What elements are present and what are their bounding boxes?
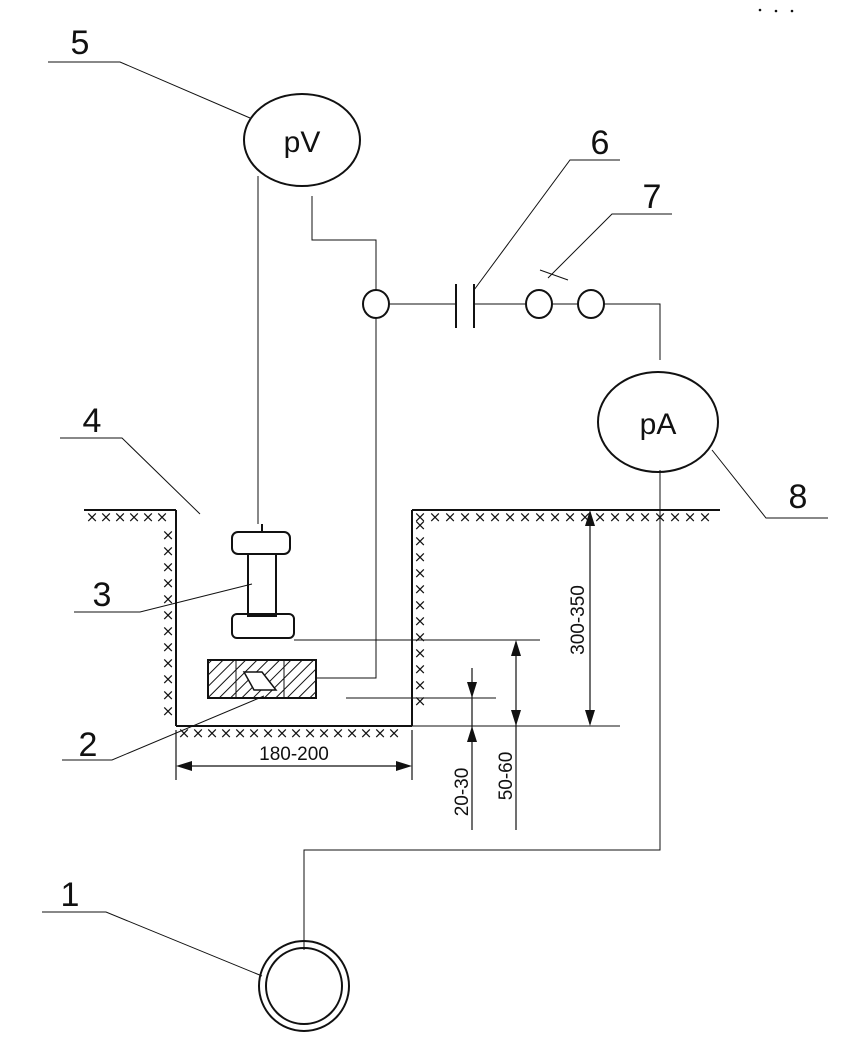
switch-7 xyxy=(525,289,605,319)
soil-hatch-mark: × xyxy=(414,548,427,566)
soil-hatch-mark: × xyxy=(360,724,373,742)
soil-hatch-mark: × xyxy=(86,508,99,526)
soil-hatch-mark: × xyxy=(699,508,712,526)
soil-hatch-mark: × xyxy=(248,724,261,742)
soil-hatch-mark: × xyxy=(444,508,457,526)
electrode-2 xyxy=(207,659,317,699)
label-1: 1 xyxy=(61,876,80,914)
soil-hatch-mark: × xyxy=(684,508,697,526)
soil-hatch-mark: × xyxy=(142,508,155,526)
voltmeter: pV xyxy=(243,93,361,187)
voltmeter-label: pV xyxy=(284,126,321,159)
callouts: 5 6 7 4 8 3 2 1 xyxy=(42,24,828,977)
label-4: 4 xyxy=(83,402,102,440)
soil-hatch-mark: × xyxy=(414,692,427,710)
soil-hatch-mark: × xyxy=(459,508,472,526)
soil-hatch-mark: × xyxy=(162,542,175,560)
soil-hatch-mark: × xyxy=(162,670,175,688)
soil-hatch-mark: × xyxy=(414,516,427,534)
soil-hatch-mark: × xyxy=(414,596,427,614)
soil-hatch-mark: × xyxy=(162,702,175,720)
soil-hatch-mark: × xyxy=(414,676,427,694)
soil-hatch-mark: × xyxy=(332,724,345,742)
soil-hatch-mark: × xyxy=(489,508,502,526)
soil-hatch-mark: × xyxy=(162,574,175,592)
label-7: 7 xyxy=(643,178,662,216)
soil-hatch-mark: × xyxy=(162,638,175,656)
soil-hatching-bottom: ×××××××××××××××× xyxy=(178,724,401,742)
soil-hatching-left-wall: ×××××××××××× xyxy=(162,526,175,720)
soil-hatch-mark: × xyxy=(414,628,427,646)
soil-hatch-mark: × xyxy=(669,508,682,526)
label-3: 3 xyxy=(93,576,112,614)
dim-depth: 300-350 xyxy=(568,585,589,655)
scan-dots xyxy=(758,8,794,13)
soil-hatch-mark: × xyxy=(414,612,427,630)
soil-hatch-mark: × xyxy=(414,660,427,678)
ammeter: pA xyxy=(597,371,719,473)
ground-surface: ×××××× ×××××××××××××××××××× xyxy=(84,508,720,526)
soil-hatch-mark: × xyxy=(414,644,427,662)
soil-hatch-mark: × xyxy=(162,558,175,576)
capacitor-6 xyxy=(455,284,475,328)
soil-hatching-right-wall: ×××××××××××× xyxy=(414,516,427,710)
dim-medium-gap: 50-60 xyxy=(496,752,517,801)
dimensions: 180-200 300-350 50-60 20-30 xyxy=(175,510,620,830)
pit: ×××××××××××× ×××××××××××× ××××××××××××××… xyxy=(162,510,427,742)
soil-hatch-mark: × xyxy=(234,724,247,742)
electrode-3 xyxy=(231,524,295,639)
label-6: 6 xyxy=(591,124,610,162)
soil-hatch-mark: × xyxy=(549,508,562,526)
wiring xyxy=(257,176,661,950)
soil-hatch-mark: × xyxy=(609,508,622,526)
label-8: 8 xyxy=(789,478,808,516)
soil-hatch-mark: × xyxy=(114,508,127,526)
soil-hatch-mark: × xyxy=(564,508,577,526)
soil-hatch-mark: × xyxy=(594,508,607,526)
soil-hatch-mark: × xyxy=(414,580,427,598)
soil-hatch-mark: × xyxy=(156,508,169,526)
soil-hatch-mark: × xyxy=(290,724,303,742)
soil-hatch-mark: × xyxy=(374,724,387,742)
soil-hatch-mark: × xyxy=(346,724,359,742)
junction-terminal xyxy=(362,289,390,319)
soil-hatch-mark: × xyxy=(519,508,532,526)
dim-width: 180-200 xyxy=(259,744,329,765)
label-2: 2 xyxy=(79,726,98,764)
soil-hatch-mark: × xyxy=(220,724,233,742)
soil-hatch-mark: × xyxy=(276,724,289,742)
soil-hatch-mark: × xyxy=(534,508,547,526)
label-5: 5 xyxy=(71,24,90,62)
soil-hatch-mark: × xyxy=(429,508,442,526)
soil-hatch-mark: × xyxy=(162,606,175,624)
soil-hatch-mark: × xyxy=(162,654,175,672)
soil-hatch-mark: × xyxy=(474,508,487,526)
soil-hatch-mark: × xyxy=(414,564,427,582)
soil-hatch-mark: × xyxy=(100,508,113,526)
soil-hatch-mark: × xyxy=(162,686,175,704)
soil-hatch-mark: × xyxy=(504,508,517,526)
soil-hatch-mark: × xyxy=(414,508,427,526)
soil-hatch-mark: × xyxy=(192,724,205,742)
soil-hatching-left: ×××××× xyxy=(86,508,169,526)
soil-hatch-mark: × xyxy=(388,724,401,742)
soil-hatch-mark: × xyxy=(262,724,275,742)
soil-hatch-mark: × xyxy=(304,724,317,742)
remote-electrode-1 xyxy=(258,940,350,1032)
soil-hatch-mark: × xyxy=(624,508,637,526)
soil-hatch-mark: × xyxy=(162,590,175,608)
soil-hatch-mark: × xyxy=(206,724,219,742)
soil-hatch-mark: × xyxy=(162,622,175,640)
soil-hatch-mark: × xyxy=(162,526,175,544)
ammeter-label: pA xyxy=(640,408,677,441)
soil-hatch-mark: × xyxy=(178,724,191,742)
soil-hatch-mark: × xyxy=(318,724,331,742)
soil-hatch-mark: × xyxy=(414,532,427,550)
dim-small-gap: 20-30 xyxy=(452,768,473,817)
soil-hatch-mark: × xyxy=(639,508,652,526)
soil-hatch-mark: × xyxy=(128,508,141,526)
